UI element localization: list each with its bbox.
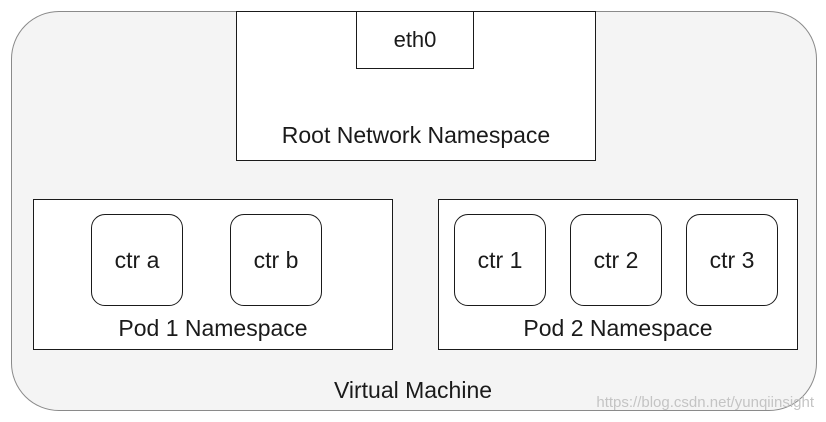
root-network-namespace-label: Root Network Namespace <box>281 122 551 148</box>
container-ctr-a: ctr a <box>91 214 183 306</box>
eth0-label: eth0 <box>393 27 437 52</box>
container-label: ctr 2 <box>593 246 639 273</box>
pod-1-namespace-box: ctr a ctr b Pod 1 Namespace <box>33 199 393 350</box>
container-label: ctr a <box>114 246 160 273</box>
container-label: ctr b <box>253 246 299 273</box>
container-label: ctr 3 <box>709 246 755 273</box>
pod-1-namespace-label: Pod 1 Namespace <box>118 315 308 341</box>
watermark-text: https://blog.csdn.net/yunqiinsight <box>596 394 814 411</box>
container-label: ctr 1 <box>477 246 523 273</box>
container-ctr-2: ctr 2 <box>570 214 662 306</box>
container-ctr-1: ctr 1 <box>454 214 546 306</box>
eth0-interface: eth0 <box>356 11 474 69</box>
pod-2-namespace-box: ctr 1 ctr 2 ctr 3 Pod 2 Namespace <box>438 199 798 350</box>
container-ctr-3: ctr 3 <box>686 214 778 306</box>
container-ctr-b: ctr b <box>230 214 322 306</box>
virtual-machine-label: Virtual Machine <box>333 377 493 403</box>
pod-2-namespace-label: Pod 2 Namespace <box>523 315 713 341</box>
